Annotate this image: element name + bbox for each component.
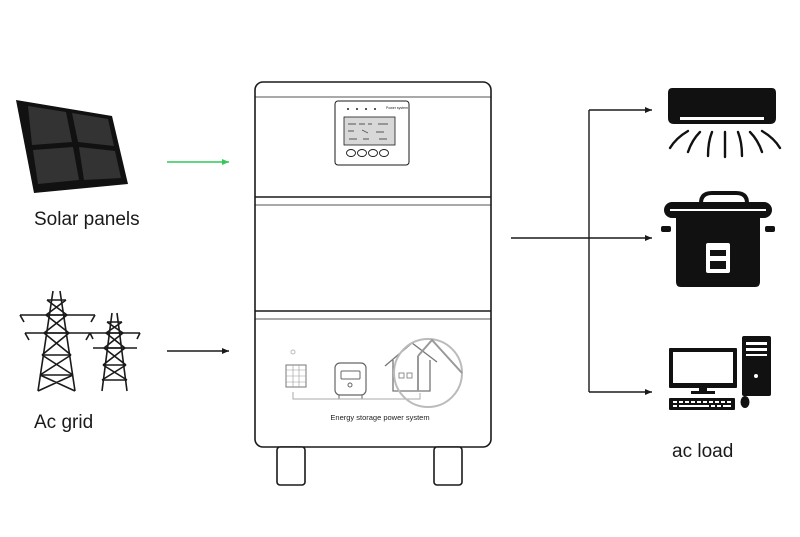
ac-load-label: ac load <box>672 441 734 462</box>
lcd-brand-text: Power system <box>386 106 408 110</box>
lcd-button-3 <box>368 149 378 157</box>
lcd-buttons <box>346 149 389 157</box>
mini-inverter-icon <box>334 362 367 399</box>
lcd-button-1 <box>346 149 356 157</box>
cabinet-foot-left <box>276 446 306 486</box>
sun-icon <box>290 349 296 355</box>
cabinet-foot-right <box>433 446 463 486</box>
keyboard <box>669 398 735 410</box>
solar-panels-label: Solar panels <box>34 209 140 230</box>
lcd-button-2 <box>357 149 367 157</box>
system-graphic <box>285 338 463 408</box>
energy-storage-caption: Energy storage power system <box>330 413 430 422</box>
desktop-computer-icon <box>669 336 771 410</box>
lcd-control-panel <box>334 100 410 166</box>
output-connector <box>511 107 652 395</box>
energy-storage-cabinet <box>254 81 492 486</box>
solar-panel-icon <box>16 100 128 193</box>
lcd-button-4 <box>379 149 389 157</box>
power-tower-icon <box>19 290 141 392</box>
air-conditioner-icon <box>668 88 782 159</box>
house-icon <box>384 338 463 408</box>
mouse <box>740 396 750 408</box>
mini-solar-panel-icon <box>285 364 307 388</box>
ac-grid-label: Ac grid <box>34 412 94 433</box>
rice-cooker-icon <box>661 191 775 287</box>
